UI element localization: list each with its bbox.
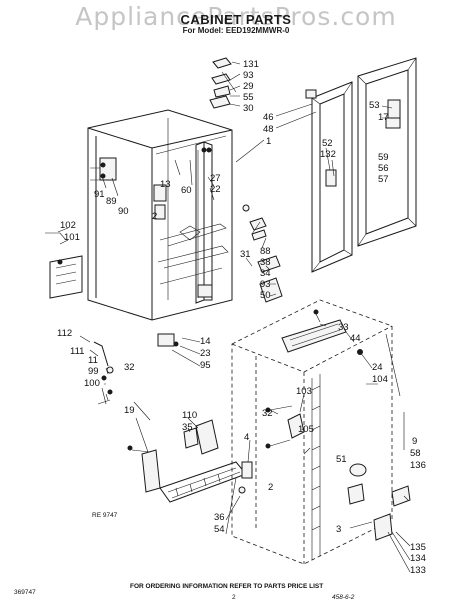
callout-110: 110	[182, 410, 197, 421]
callout-34: 34	[260, 268, 271, 279]
callout-60: 60	[181, 185, 192, 196]
callout-22: 22	[210, 184, 221, 195]
callout-59: 59	[378, 152, 389, 163]
leader-lines	[57, 61, 411, 573]
callout-53: 53	[369, 100, 380, 111]
callout-93: 93	[243, 70, 254, 81]
callout-31: 31	[240, 249, 251, 260]
ordering-note: FOR ORDERING INFORMATION REFER TO PARTS …	[130, 583, 323, 590]
callout-24: 24	[372, 362, 383, 373]
callout-99: 99	[88, 366, 99, 377]
mullion	[195, 141, 213, 304]
callout-46: 46	[263, 112, 274, 123]
callout-55: 55	[243, 92, 254, 103]
base-grille	[127, 419, 253, 503]
callout-54: 54	[214, 524, 225, 535]
callout-58: 58	[410, 448, 421, 459]
callout-91: 91	[94, 189, 105, 200]
callout-labels: 131 93 29 55 30 46 48 1 53 17 59 56 57 5…	[57, 59, 426, 576]
callout-13: 13	[160, 179, 171, 190]
callout-100: 100	[84, 378, 100, 389]
callout-32b: 32	[262, 408, 273, 419]
callout-30: 30	[243, 103, 254, 114]
top-vent	[281, 319, 347, 353]
callout-29: 29	[243, 81, 254, 92]
callout-135: 135	[410, 542, 426, 553]
fresh-food-door-gasket	[325, 57, 417, 247]
callout-2: 2	[152, 211, 157, 222]
callout-11: 11	[88, 355, 98, 366]
left-bracket-panel	[49, 255, 83, 299]
upper-hinge-parts	[209, 57, 317, 109]
callout-56: 56	[378, 163, 389, 174]
callout-93b: 93	[260, 279, 271, 290]
callout-133: 133	[410, 565, 426, 576]
page-number: 2	[232, 594, 236, 600]
callout-90: 90	[118, 206, 129, 217]
callout-36: 36	[214, 512, 225, 523]
callout-52: 52	[322, 138, 333, 149]
callout-89: 89	[106, 196, 117, 207]
liner-hardware	[265, 309, 411, 541]
leveling-legs	[45, 167, 179, 405]
callout-105: 105	[298, 424, 314, 435]
document-code: 369747	[14, 589, 36, 596]
callout-2b: 2	[268, 482, 273, 493]
handwritten-note: 458-6-2	[332, 594, 355, 600]
callout-103: 103	[296, 386, 312, 397]
callout-17: 17	[378, 112, 389, 123]
callout-14: 14	[200, 336, 211, 347]
callout-19: 19	[124, 405, 135, 416]
callout-38: 38	[260, 257, 271, 268]
callout-104: 104	[372, 374, 388, 385]
callout-48: 48	[263, 124, 274, 135]
callout-33: 33	[338, 322, 349, 333]
freezer-liner-outline	[231, 299, 393, 565]
callout-44: 44	[350, 333, 361, 344]
callout-23: 23	[200, 348, 211, 359]
callout-32: 32	[124, 362, 135, 373]
callout-27: 27	[210, 173, 221, 184]
callout-131: 131	[243, 59, 259, 70]
callout-111: 111	[70, 346, 84, 357]
watermark: AppliancePartsPros.com	[75, 2, 397, 31]
callout-132: 132	[320, 149, 336, 160]
callout-51: 51	[336, 454, 347, 465]
callout-35: 35	[182, 422, 193, 433]
callout-57: 57	[378, 174, 389, 185]
callout-136: 136	[410, 460, 426, 471]
callout-102: 102	[60, 220, 76, 231]
callout-4: 4	[244, 432, 249, 443]
callout-88: 88	[260, 246, 271, 257]
callout-95: 95	[200, 360, 211, 371]
freezer-door-gasket	[311, 81, 353, 273]
callout-9: 9	[412, 436, 417, 447]
page-title: CABINET PARTS	[180, 12, 292, 27]
callout-3: 3	[336, 524, 341, 535]
callout-134: 134	[410, 553, 426, 564]
callout-101: 101	[64, 232, 80, 243]
callout-1: 1	[266, 136, 271, 147]
lower-hinge-parts	[242, 204, 283, 303]
model-line: For Model: EED192MMWR-0	[182, 26, 290, 35]
callout-50: 50	[260, 290, 271, 301]
side-code: RE 9747	[92, 512, 118, 519]
callout-112: 112	[57, 328, 72, 339]
